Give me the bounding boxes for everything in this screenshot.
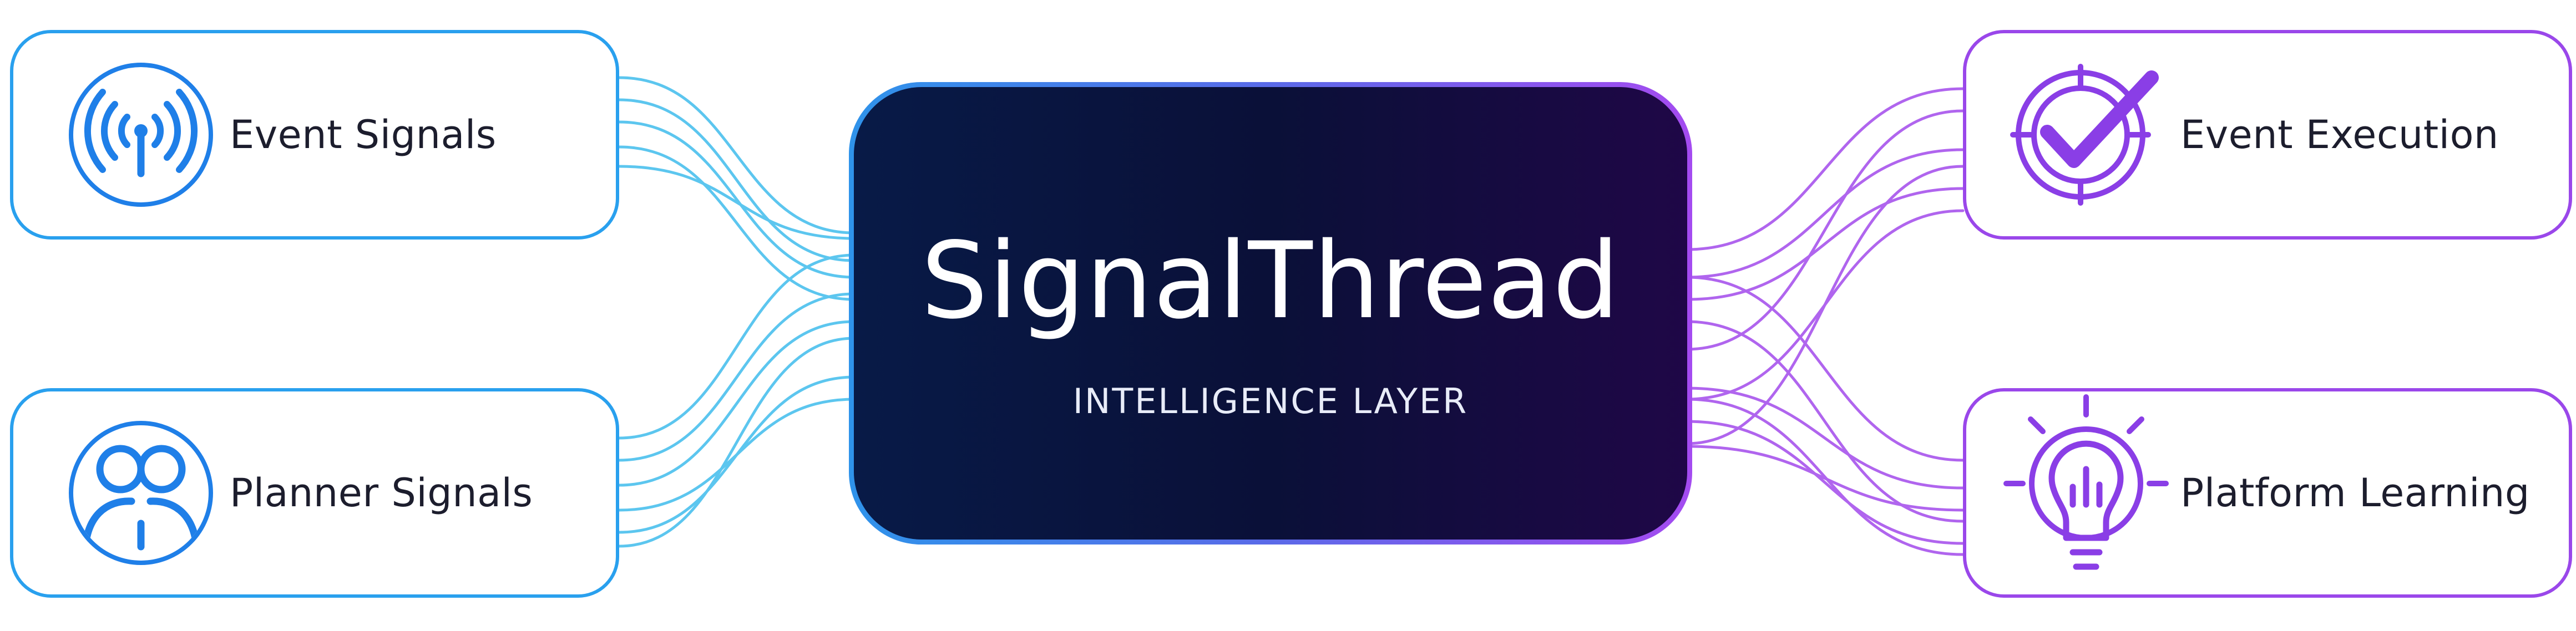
planner-signals-label: Planner Signals: [230, 470, 533, 516]
right-connector-line: [1685, 320, 1965, 523]
platform-learning-label: Platform Learning: [2180, 470, 2530, 516]
right-connector-line: [1685, 87, 1965, 251]
event-execution-card: Event Execution: [1963, 30, 2572, 240]
left-connector-line: [618, 145, 856, 301]
platform-learning-card: Platform Learning: [1963, 388, 2572, 598]
core-title: SignalThread: [921, 220, 1620, 342]
right-connector-line: [1685, 398, 1965, 556]
event-execution-label: Event Execution: [2180, 112, 2499, 157]
left-connector-line: [618, 120, 856, 279]
right-connector-line: [1685, 187, 1965, 301]
right-connector-line: [1685, 386, 1965, 490]
left-connector-line: [618, 76, 856, 235]
right-connector-line: [1685, 420, 1965, 545]
right-connector-line: [1685, 109, 1965, 351]
left-connector-line: [618, 375, 856, 534]
planner-signals-card: Planner Signals: [10, 388, 619, 598]
event-signals-card: Event Signals: [10, 30, 619, 240]
signalthread-core-block: SignalThread INTELLIGENCE LAYER: [849, 82, 1692, 545]
left-connector-line: [618, 292, 856, 462]
left-connector-line: [618, 320, 856, 487]
left-connector-line: [618, 337, 856, 548]
right-connector-line: [1685, 148, 1965, 279]
lightbulb-icon: [2003, 394, 2169, 570]
target-check-icon: [2010, 64, 2159, 206]
right-connector-line: [1685, 165, 1965, 445]
left-connector-line: [618, 98, 856, 262]
left-connector-line: [618, 165, 856, 240]
broadcast-signal-icon: [69, 63, 213, 207]
core-subtitle: INTELLIGENCE LAYER: [1072, 381, 1469, 421]
event-signals-label: Event Signals: [230, 112, 497, 157]
people-group-icon: [69, 421, 213, 565]
left-connector-line: [618, 253, 856, 440]
right-connector-line: [1685, 276, 1965, 462]
